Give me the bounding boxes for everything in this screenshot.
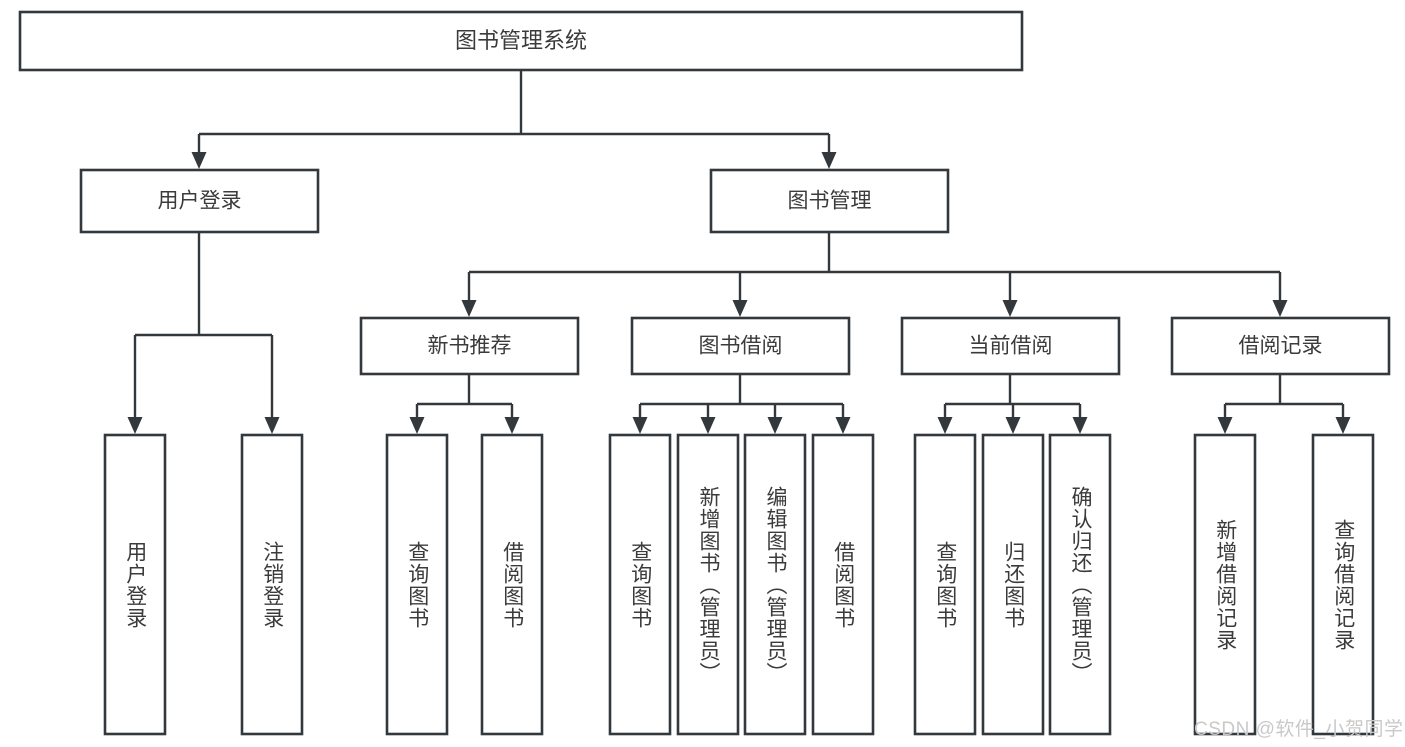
node-box[interactable] <box>480 433 544 736</box>
node-box[interactable] <box>743 433 807 736</box>
arrow-head-icon <box>700 417 716 434</box>
node-leaf-edit-book-admin[interactable] <box>743 433 807 736</box>
node-book-borrow[interactable]: 图书借阅 <box>630 316 851 376</box>
node-leaf-query-books-3[interactable] <box>913 433 977 736</box>
node-leaf-return-books[interactable] <box>981 433 1045 736</box>
node-label: 图书管理 <box>788 190 872 213</box>
node-leaf-query-books-2[interactable] <box>608 433 672 736</box>
arrow-head-icon <box>1005 417 1021 434</box>
arrow-head-icon <box>632 417 648 434</box>
node-label: 借阅记录 <box>1239 335 1323 358</box>
arrow-head-icon <box>264 417 280 434</box>
arrow-head-icon <box>835 417 851 434</box>
connector-bookborrow-to-leaves <box>632 374 851 434</box>
node-leaf-add-book-admin[interactable] <box>676 433 740 736</box>
node-box[interactable] <box>359 316 580 376</box>
node-box[interactable] <box>630 316 851 376</box>
arrow-head-icon <box>937 417 953 434</box>
arrow-head-icon <box>1002 300 1018 317</box>
node-box[interactable] <box>913 433 977 736</box>
node-label: 图书管理系统 <box>455 28 587 53</box>
arrow-head-icon <box>1072 417 1088 434</box>
node-box[interactable] <box>18 10 1024 72</box>
csdn-watermark: CSDN @软件_小贺同学 <box>1194 719 1404 740</box>
connector-layer <box>127 70 1351 434</box>
arrow-head-icon <box>821 152 837 169</box>
node-label: 用户登录 <box>158 190 242 213</box>
arrow-head-icon <box>767 417 783 434</box>
connector-bookmgmt-to-level3 <box>461 232 1288 317</box>
node-leaf-confirm-return-admin[interactable] <box>1048 433 1112 736</box>
node-leaf-query-books-1[interactable] <box>385 433 449 736</box>
node-book-management[interactable]: 图书管理 <box>709 168 950 234</box>
arrow-head-icon <box>1217 417 1233 434</box>
arrow-head-icon <box>127 417 143 434</box>
node-box[interactable] <box>79 168 320 234</box>
connector-newbook-to-leaves <box>409 374 520 434</box>
node-leaf-query-borrow-record[interactable] <box>1311 433 1375 736</box>
connector-root-to-level2 <box>191 70 837 169</box>
node-box[interactable] <box>709 168 950 234</box>
node-box[interactable] <box>811 433 875 736</box>
node-borrow-record[interactable]: 借阅记录 <box>1170 316 1391 376</box>
node-label: 新书推荐 <box>428 335 512 358</box>
arrow-head-icon <box>191 152 207 169</box>
node-user-login[interactable]: 用户登录 <box>79 168 320 234</box>
arrow-head-icon <box>1335 417 1351 434</box>
node-box[interactable] <box>676 433 740 736</box>
node-leaf-user-login[interactable] <box>103 433 167 736</box>
node-box[interactable] <box>900 316 1121 376</box>
node-box[interactable] <box>1193 433 1257 736</box>
node-label: 图书借阅 <box>699 335 783 358</box>
node-box[interactable] <box>103 433 167 736</box>
node-label: 当前借阅 <box>969 335 1053 358</box>
node-leaf-borrow-books-2[interactable] <box>811 433 875 736</box>
node-current-borrow[interactable]: 当前借阅 <box>900 316 1121 376</box>
node-box[interactable] <box>981 433 1045 736</box>
node-root[interactable]: 图书管理系统 <box>18 10 1024 72</box>
node-box[interactable] <box>240 433 304 736</box>
connector-userlogin-to-leaves <box>127 232 280 434</box>
arrow-head-icon <box>409 417 425 434</box>
node-leaf-borrow-books-1[interactable] <box>480 433 544 736</box>
node-box[interactable] <box>1170 316 1391 376</box>
node-new-book-recommend[interactable]: 新书推荐 <box>359 316 580 376</box>
node-box[interactable] <box>385 433 449 736</box>
node-box[interactable] <box>1048 433 1112 736</box>
node-leaf-add-borrow-record[interactable] <box>1193 433 1257 736</box>
arrow-head-icon <box>1272 300 1288 317</box>
arrow-head-icon <box>461 300 477 317</box>
node-leaf-logout[interactable] <box>240 433 304 736</box>
arrow-head-icon <box>732 300 748 317</box>
connector-borrowrecord-to-leaves <box>1217 374 1351 434</box>
node-box[interactable] <box>1311 433 1375 736</box>
arrow-head-icon <box>504 417 520 434</box>
connector-currentborrow-to-leaves <box>937 374 1088 434</box>
node-box[interactable] <box>608 433 672 736</box>
